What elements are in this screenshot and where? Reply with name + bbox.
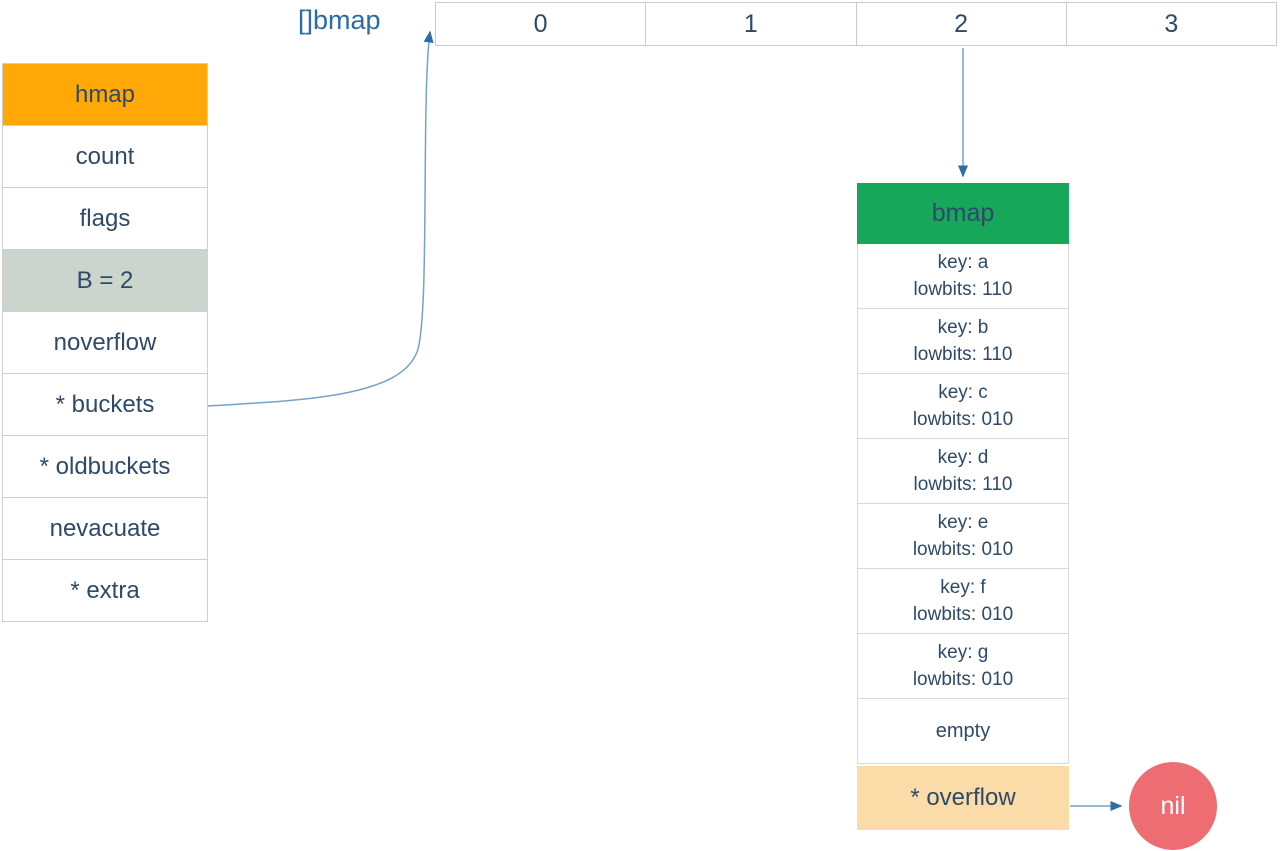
bucket-array: 0 1 2 3 bbox=[435, 2, 1277, 46]
bmap-entry-g: key: g lowbits: 010 bbox=[857, 634, 1069, 699]
bmap-empty-slot: empty bbox=[857, 699, 1069, 764]
hmap-header: hmap bbox=[3, 64, 207, 126]
bmap-entry-f: key: f lowbits: 010 bbox=[857, 569, 1069, 634]
hmap-struct-table: hmap count flags B = 2 noverflow * bucke… bbox=[2, 63, 208, 622]
bmap-entry-lowbits: lowbits: 010 bbox=[912, 604, 1014, 625]
bmap-entry-lowbits: lowbits: 110 bbox=[913, 279, 1013, 300]
hmap-row-b: B = 2 bbox=[3, 250, 207, 312]
hmap-row-nevacuate: nevacuate bbox=[3, 498, 207, 560]
bmap-entry-lowbits: lowbits: 110 bbox=[913, 344, 1013, 365]
bmap-entry-key: key: c bbox=[938, 382, 988, 403]
bmap-entry-key: key: f bbox=[940, 577, 986, 598]
bucket-cell-1: 1 bbox=[646, 3, 857, 45]
bmap-bucket-table: bmap key: a lowbits: 110 key: b lowbits:… bbox=[857, 183, 1069, 830]
bmap-header: bmap bbox=[857, 183, 1069, 244]
bmap-entry-e: key: e lowbits: 010 bbox=[857, 504, 1069, 569]
bmap-entry-lowbits: lowbits: 010 bbox=[912, 409, 1014, 430]
bmap-entry-key: key: b bbox=[937, 317, 989, 338]
bmap-entry-b: key: b lowbits: 110 bbox=[857, 309, 1069, 374]
bucket-cell-3: 3 bbox=[1164, 9, 1179, 38]
hmap-row-buckets: * buckets bbox=[3, 374, 207, 436]
bmap-entry-a: key: a lowbits: 110 bbox=[857, 244, 1069, 309]
bmap-overflow-pointer: * overflow bbox=[857, 766, 1069, 830]
bucket-array-label: []bmap bbox=[298, 5, 381, 35]
bmap-entry-lowbits: lowbits: 010 bbox=[912, 539, 1014, 560]
hmap-row-flags: flags bbox=[3, 188, 207, 250]
bmap-entry-key: key: e bbox=[937, 512, 989, 533]
bucket-cell-2: 2 bbox=[857, 3, 1067, 45]
hmap-row-oldbuckets: * oldbuckets bbox=[3, 436, 207, 498]
buckets-to-array-arrow bbox=[207, 30, 434, 407]
hmap-row-count: count bbox=[3, 126, 207, 188]
hmap-row-extra: * extra bbox=[3, 560, 207, 621]
nil-node: nil bbox=[1129, 762, 1217, 850]
bmap-entry-key: key: d bbox=[937, 447, 989, 468]
bmap-entry-c: key: c lowbits: 010 bbox=[857, 374, 1069, 439]
bucket-cell-0: 0 bbox=[436, 3, 647, 45]
bmap-entry-key: key: g bbox=[937, 642, 989, 663]
bmap-entry-key: key: a bbox=[937, 252, 989, 273]
bmap-entry-lowbits: lowbits: 010 bbox=[912, 669, 1014, 690]
bmap-entry-lowbits: lowbits: 110 bbox=[913, 474, 1013, 495]
bmap-entry-d: key: d lowbits: 110 bbox=[857, 439, 1069, 504]
hmap-row-noverflow: noverflow bbox=[3, 312, 207, 374]
